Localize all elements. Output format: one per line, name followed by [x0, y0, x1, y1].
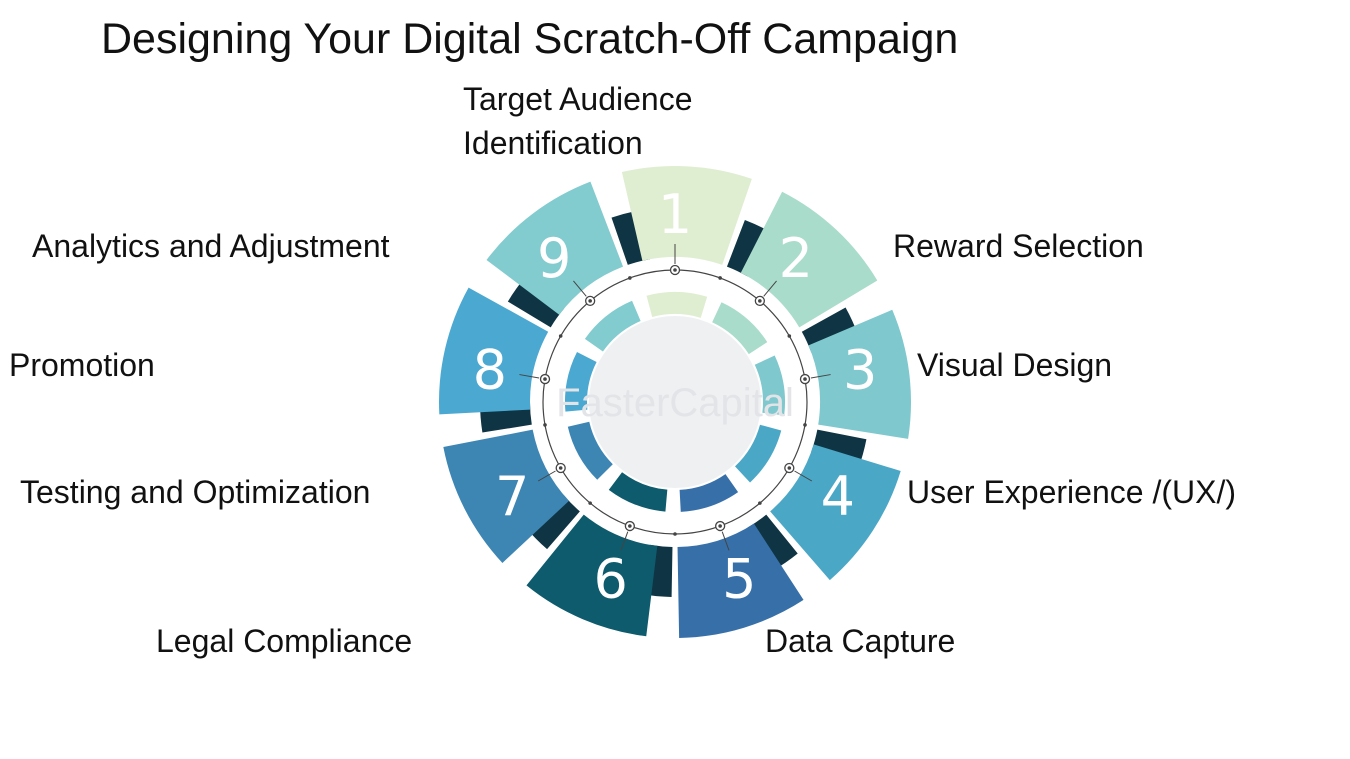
ring-dot-1	[718, 276, 722, 280]
pointer-line-3	[810, 374, 831, 379]
watermark-text: FasterCapital	[556, 381, 794, 425]
label-step-4: User Experience /(UX/)	[907, 474, 1236, 510]
inner-band-9	[584, 300, 641, 352]
inner-band-1	[646, 292, 708, 318]
ring-dot-9	[628, 276, 632, 280]
segment-6	[526, 514, 658, 637]
segment-7	[443, 429, 569, 563]
ring-dot-5	[673, 532, 677, 536]
segment-5-shadow	[747, 514, 798, 571]
segment-3	[808, 309, 911, 439]
ring-dot-8	[558, 334, 563, 338]
marker-dot-9	[588, 299, 592, 303]
step-number-6: 6	[594, 548, 628, 611]
step-number-2: 2	[779, 227, 813, 290]
ring-dot-7	[543, 423, 547, 427]
step-number-1: 1	[658, 183, 692, 246]
segment-4	[770, 444, 901, 581]
label-step-8: Promotion	[9, 347, 155, 383]
pointer-line-4	[794, 470, 813, 482]
inner-band-2	[712, 302, 768, 355]
marker-dot-7	[558, 466, 563, 470]
inner-band-8	[565, 352, 597, 412]
label-step-1-line1: Target Audience	[463, 81, 693, 117]
pointer-line-7	[537, 470, 556, 482]
ring-dot-2	[787, 334, 792, 338]
segment-5	[677, 523, 804, 638]
label-step-9: Analytics and Adjustment	[32, 228, 390, 264]
label-step-1-line2: Identification	[463, 125, 643, 161]
diagram-title: Designing Your Digital Scratch-Off Campa…	[101, 15, 959, 63]
inner-band-7	[567, 421, 613, 480]
label-step-7: Testing and Optimization	[20, 474, 371, 510]
step-number-4: 4	[821, 465, 855, 528]
marker-dot-1	[673, 268, 677, 272]
segment-7-shadow	[525, 495, 580, 550]
step-number-9: 9	[537, 227, 571, 290]
step-number-8: 8	[473, 338, 507, 401]
label-step-5: Data Capture	[765, 623, 956, 659]
marker-dot-2	[758, 299, 762, 303]
pointer-line-8	[519, 374, 540, 379]
label-step-3: Visual Design	[917, 347, 1113, 383]
segment-3-shadow	[801, 307, 859, 353]
marker-dot-6	[628, 524, 632, 528]
marker-dot-4	[787, 466, 792, 470]
center-disc	[589, 316, 761, 488]
marker-dot-3	[803, 377, 807, 381]
inner-band-6	[608, 472, 668, 512]
inner-band-3	[754, 355, 785, 416]
inner-band-5	[679, 474, 739, 512]
segment-2	[740, 191, 878, 328]
marker-dot-8	[543, 377, 547, 381]
pointer-line-6	[620, 531, 629, 551]
label-step-2: Reward Selection	[893, 228, 1144, 264]
pointer-line-9	[573, 280, 587, 297]
segment-9	[486, 181, 624, 315]
segment-8	[439, 287, 549, 415]
step-number-5: 5	[722, 548, 756, 611]
step-number-7: 7	[495, 465, 529, 528]
inner-band-4	[735, 424, 782, 483]
step-number-3: 3	[843, 338, 877, 401]
label-step-6: Legal Compliance	[156, 623, 413, 659]
segment-9-shadow	[507, 276, 564, 328]
ring-dot-6	[588, 501, 592, 505]
segment-1	[621, 165, 752, 265]
pointer-line-5	[721, 531, 730, 551]
label-step-1: Target Audience Identification	[463, 77, 693, 165]
ring-dot-3	[803, 423, 807, 427]
pointer-line-2	[763, 280, 777, 297]
marker-dot-5	[718, 524, 722, 528]
ring-dot-4	[758, 501, 762, 505]
